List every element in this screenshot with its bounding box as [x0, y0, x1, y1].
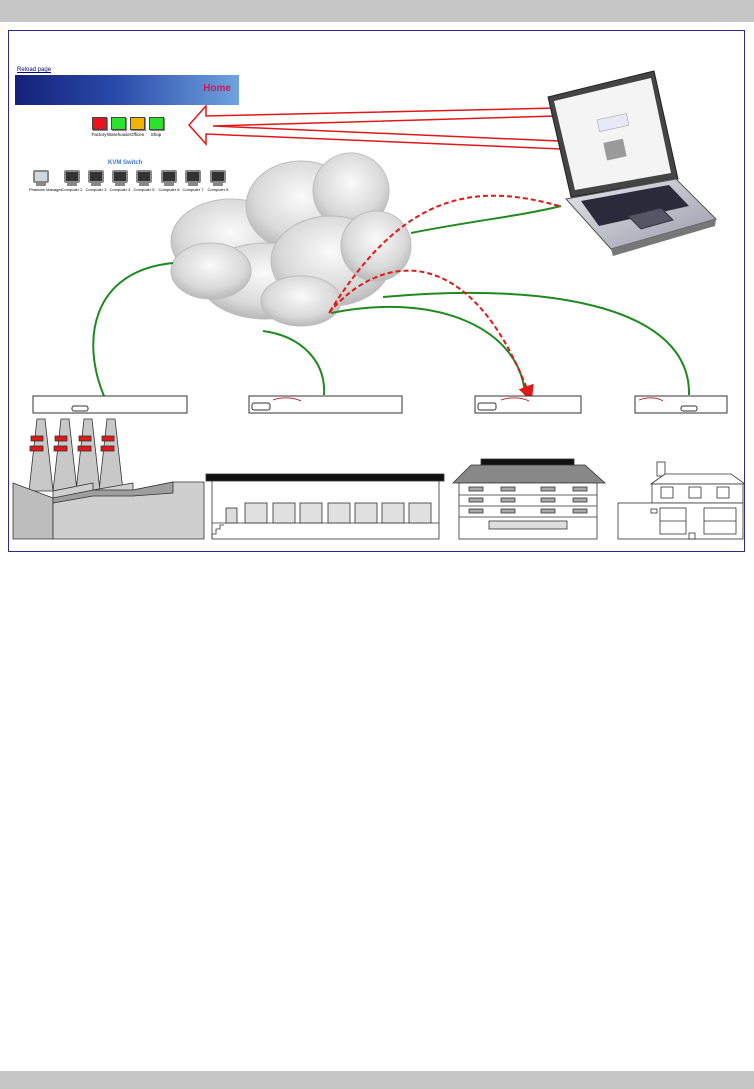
kvm-computer-7[interactable]: Computer 7 [181, 170, 205, 192]
kvm-computer-label: Computer 8 [207, 187, 229, 192]
home-title: Home [203, 83, 231, 94]
monitor-icon [33, 170, 49, 183]
reload-page-link[interactable]: Reload page [17, 67, 52, 73]
status-warehouse[interactable]: Warehouse [107, 117, 130, 137]
status-indicator-green [110, 117, 126, 130]
kvm-computer-label: Computer 3 [85, 187, 107, 192]
kvm-computer-phantom-manager[interactable]: Phantom Manager [29, 170, 62, 192]
office-building-icon [452, 458, 607, 540]
kvm-computer-8[interactable]: Computer 8 [206, 170, 230, 192]
top-bar [0, 0, 754, 22]
kvm-computer-label: Computer 5 [133, 187, 155, 192]
status-label: Shop [150, 132, 162, 137]
kvm-switch-title: KVM Switch [108, 160, 143, 166]
warehouse-icon [205, 473, 445, 540]
status-label: Factory [91, 132, 107, 137]
network-diagram [12, 70, 744, 540]
status-offices[interactable]: Offices [126, 117, 148, 137]
kvm-computer-label: Computer 6 [158, 187, 180, 192]
monitor-icon [136, 170, 152, 183]
status-indicator-orange [129, 117, 145, 130]
arrow-icon [187, 104, 562, 150]
bottom-bar [0, 1071, 754, 1089]
monitor-icon [88, 170, 104, 183]
kvm-computer-2[interactable]: Computer 2 [60, 170, 84, 192]
status-indicator-red [91, 117, 107, 130]
cloud-icon [170, 152, 412, 327]
kvm-computer-label: Computer 7 [182, 187, 204, 192]
kvm-computer-label: Phantom Manager [29, 187, 62, 192]
laptop-icon [547, 70, 717, 256]
kvm-computer-6[interactable]: Computer 6 [157, 170, 181, 192]
kvm-computer-label: Computer 2 [61, 187, 83, 192]
house-icon [617, 461, 744, 540]
network-devices [32, 395, 728, 414]
remote-access-route [328, 194, 560, 402]
status-shop[interactable]: Shop [145, 117, 167, 137]
kvm-computer-label: Computer 4 [109, 187, 131, 192]
status-label: Offices [130, 132, 144, 137]
status-label: Warehouse [107, 132, 130, 137]
monitor-icon [185, 170, 201, 183]
monitor-icon [112, 170, 128, 183]
status-factory[interactable]: Factory [88, 117, 110, 137]
monitor-icon [210, 170, 226, 183]
kvm-computer-5[interactable]: Computer 5 [132, 170, 156, 192]
monitor-icon [161, 170, 177, 183]
factory-icon [12, 418, 205, 540]
kvm-computer-4[interactable]: Computer 4 [108, 170, 132, 192]
diagram-frame: Reload page Home Factory Warehouse Offic… [8, 30, 745, 552]
status-indicator-green [148, 117, 164, 130]
kvm-computer-3[interactable]: Computer 3 [84, 170, 108, 192]
monitor-icon [64, 170, 80, 183]
home-header: Home [15, 75, 239, 105]
